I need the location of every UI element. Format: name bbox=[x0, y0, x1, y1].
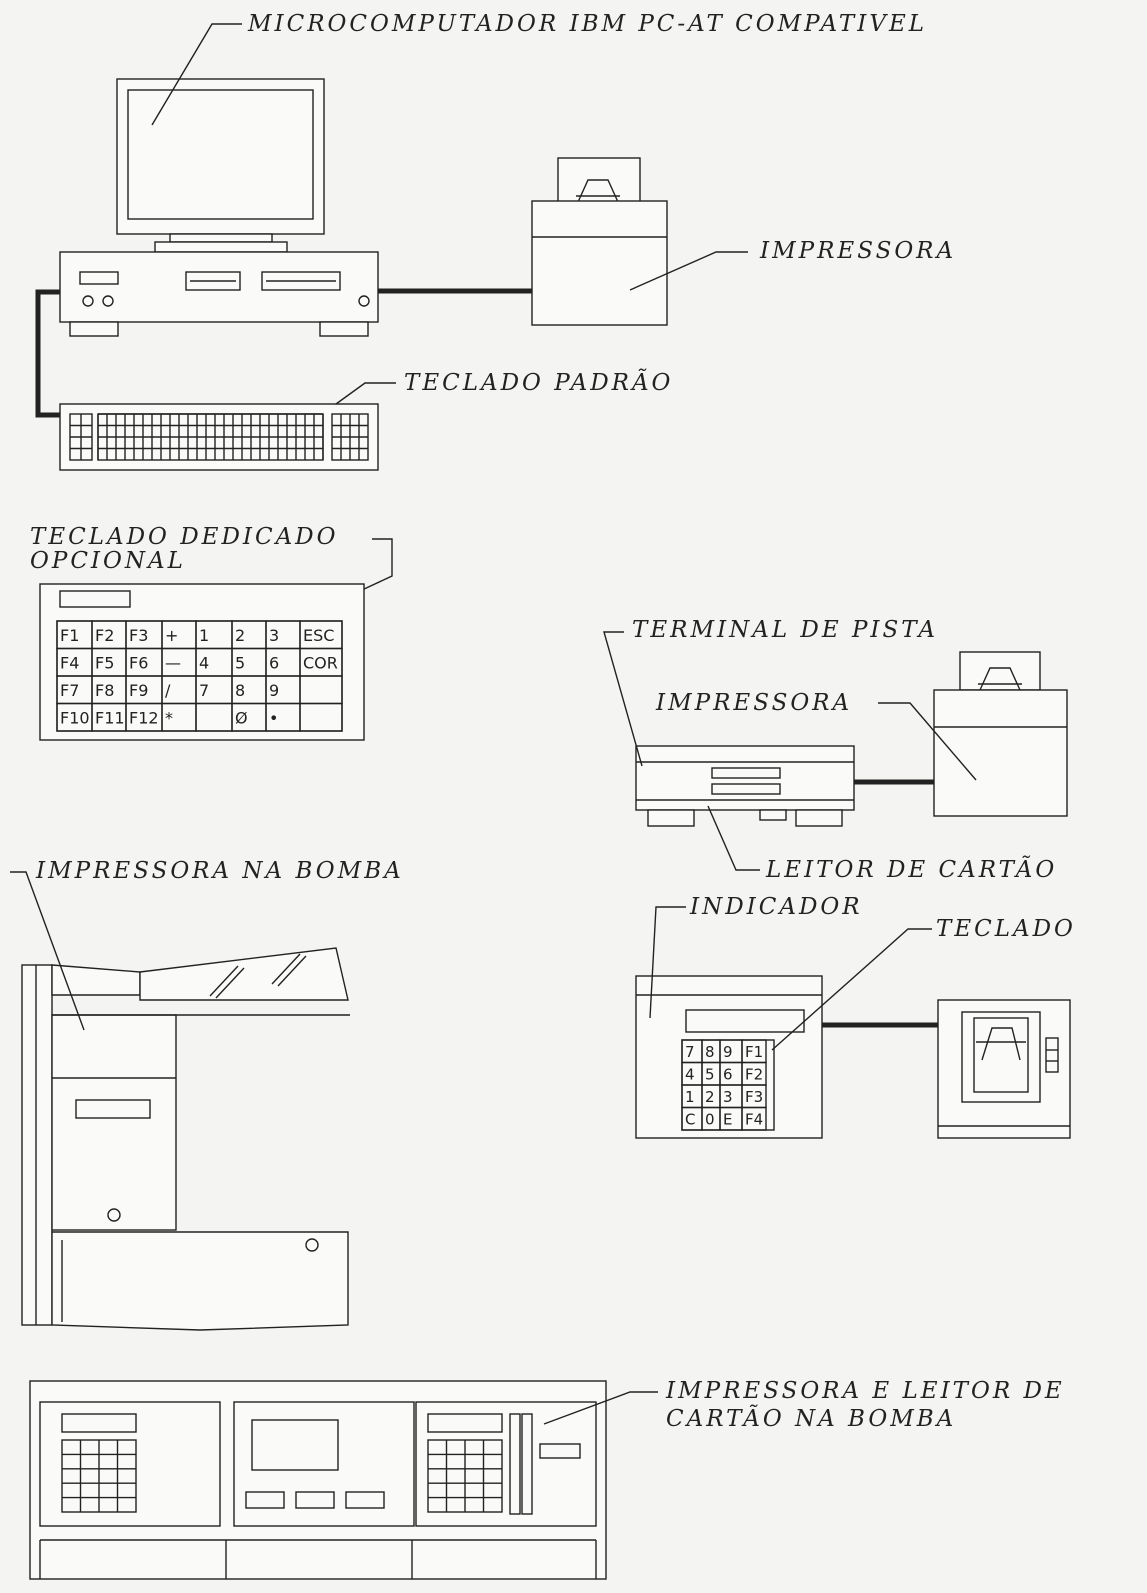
dedicated-key-label: F11 bbox=[95, 709, 125, 728]
dedicated-key-label: F9 bbox=[129, 681, 148, 700]
indicator-key-label: 5 bbox=[705, 1066, 715, 1084]
dedicated-key-label: 3 bbox=[269, 626, 279, 645]
track-terminal bbox=[635, 745, 855, 827]
indicator-key-label: 4 bbox=[685, 1066, 695, 1084]
standard-keyboard bbox=[59, 403, 379, 471]
dedicated-key bbox=[299, 702, 343, 732]
label-dedicated-keyboard: TECLADO DEDICADO bbox=[30, 524, 338, 550]
label-track-terminal: TERMINAL DE PISTA bbox=[632, 617, 938, 643]
dedicated-key-label: F6 bbox=[129, 654, 148, 673]
dedicated-key-label: Ø bbox=[235, 709, 248, 728]
dedicated-key-label: COR bbox=[303, 654, 338, 673]
keyboard-cable bbox=[35, 289, 60, 418]
label-microcomputer: MICROCOMPUTADOR IBM PC-AT COMPATIVEL bbox=[247, 11, 927, 37]
dedicated-key-label: 1 bbox=[199, 626, 209, 645]
dedicated-key-label: — bbox=[165, 654, 181, 673]
indicator-key-label: F3 bbox=[745, 1088, 763, 1106]
dedicated-key-label: * bbox=[165, 709, 173, 728]
dedicated-key-label: 9 bbox=[269, 681, 279, 700]
indicator-key-label: 7 bbox=[685, 1043, 695, 1061]
printer-mid bbox=[933, 651, 1068, 817]
label-standard-keyboard: TECLADO PADRÃO bbox=[404, 368, 673, 396]
remote-device bbox=[937, 999, 1071, 1139]
dedicated-key-label: 7 bbox=[199, 681, 209, 700]
indicator-key-label: F1 bbox=[745, 1043, 763, 1061]
dedicated-key-label: + bbox=[165, 626, 178, 645]
microcomputer bbox=[59, 78, 379, 337]
dedicated-key-label: 5 bbox=[235, 654, 245, 673]
dedicated-key-label: 4 bbox=[199, 654, 209, 673]
label-keypad: TECLADO bbox=[936, 916, 1076, 942]
indicator-key bbox=[741, 1106, 767, 1131]
dedicated-key-label: 8 bbox=[235, 681, 245, 700]
indicator-key-label: 8 bbox=[705, 1043, 715, 1061]
indicator-key-label: 6 bbox=[723, 1066, 733, 1084]
dedicated-key-label: • bbox=[269, 709, 278, 728]
pump-panel bbox=[29, 1380, 607, 1580]
dedicated-key-label: F5 bbox=[95, 654, 114, 673]
dedicated-key-label: F2 bbox=[95, 626, 114, 645]
dedicated-key-label: F1 bbox=[60, 626, 79, 645]
dedicated-key-label: F7 bbox=[60, 681, 79, 700]
dedicated-key-label: F3 bbox=[129, 626, 148, 645]
label-pump-printer-reader-2: CARTÃO NA BOMBA bbox=[666, 1404, 956, 1432]
indicator-key-label: 9 bbox=[723, 1043, 733, 1061]
dedicated-key-label: ESC bbox=[303, 626, 334, 645]
indicator-key-label: F4 bbox=[745, 1111, 763, 1129]
indicator-key-label: F2 bbox=[745, 1066, 763, 1084]
dedicated-key-label: F4 bbox=[60, 654, 79, 673]
label-dedicated-optional: OPCIONAL bbox=[30, 548, 186, 574]
indicator-key-label: 3 bbox=[723, 1088, 733, 1106]
dedicated-key-label: 6 bbox=[269, 654, 279, 673]
printer-top bbox=[531, 157, 668, 326]
dedicated-key-label: 2 bbox=[235, 626, 245, 645]
dedicated-key-label: F10 bbox=[60, 709, 90, 728]
indicator-key-label: C bbox=[685, 1111, 695, 1129]
label-card-reader: LEITOR DE CARTÃO bbox=[765, 855, 1057, 883]
label-printer-mid: IMPRESSORA bbox=[655, 690, 852, 716]
dedicated-key-label: F12 bbox=[129, 709, 159, 728]
label-pump-printer-reader-1: IMPRESSORA E LEITOR DE bbox=[665, 1378, 1065, 1404]
indicator-key-label: 0 bbox=[705, 1111, 715, 1129]
label-pump-printer: IMPRESSORA NA BOMBA bbox=[35, 858, 404, 884]
label-printer-top: IMPRESSORA bbox=[759, 238, 956, 264]
indicator-key-label: 2 bbox=[705, 1088, 715, 1106]
dedicated-key-label: F8 bbox=[95, 681, 114, 700]
indicator-key-label: E bbox=[723, 1111, 732, 1129]
pump-printer bbox=[21, 947, 350, 1331]
indicator-key-label: 1 bbox=[685, 1088, 695, 1106]
label-indicator: INDICADOR bbox=[689, 894, 863, 920]
dedicated-key-label: / bbox=[165, 681, 171, 700]
